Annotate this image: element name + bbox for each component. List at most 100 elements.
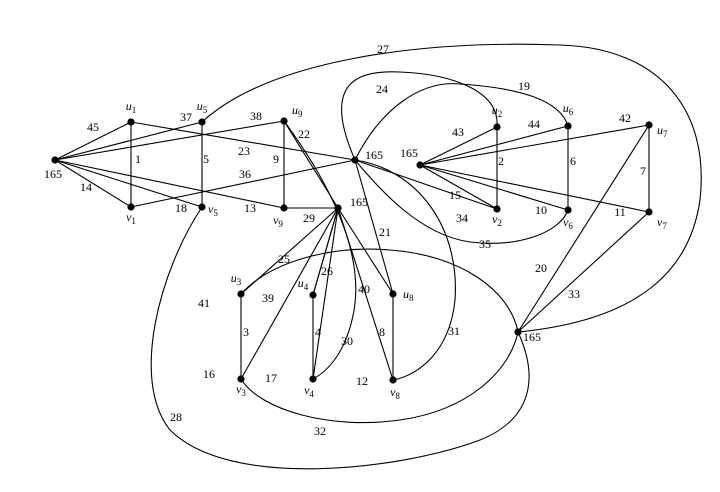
edge-weight-label: 38: [250, 109, 262, 123]
vertex-label: 165: [44, 167, 62, 181]
edge-v7-h5-33: [517, 211, 650, 333]
vertex-label-subscript: 7: [662, 221, 667, 231]
edge-weight-label: 34: [456, 211, 468, 225]
edge-h4-v6-10: [419, 164, 569, 211]
edge-weight-label: 30: [341, 334, 353, 348]
vertex-label: v8: [390, 385, 400, 401]
edge-h1-u1-45: [54, 121, 132, 161]
edge-weight-label: 11: [614, 205, 626, 219]
edge-weight-label: 2: [498, 154, 504, 168]
vertex-label: 165: [400, 146, 418, 160]
edge-h1-v5-18: [54, 159, 203, 208]
vertex-label-subscript: 1: [132, 105, 137, 115]
edge-weight-label: 12: [356, 374, 368, 388]
edge-u1-v8-31: [354, 159, 456, 381]
vertex-label-subscript: 3: [241, 388, 246, 398]
edge-h4-u7-42: [419, 124, 650, 166]
vertex-label-subscript: 4: [304, 282, 309, 292]
vertex-u4: [309, 291, 317, 299]
edge-h2-v6-35: [354, 159, 569, 244]
vertex-label: u7: [657, 123, 668, 139]
vertex-label-subscript: 8: [395, 391, 400, 401]
edge-weight-label: 9: [273, 152, 279, 166]
edge-u5-h5-27: [201, 43, 702, 333]
vertex-label-base: u: [292, 103, 298, 117]
vertex-u2: [493, 123, 501, 131]
vertex-h3: [334, 204, 342, 212]
vertex-label-subscript: 3: [237, 277, 242, 287]
vertex-label-base: v: [563, 215, 569, 229]
vertex-label: v4: [304, 383, 314, 399]
edge-h4-u6-44: [419, 125, 569, 166]
edge-h2-v2-34: [354, 159, 498, 210]
edge-weight-label: 20: [535, 261, 547, 275]
vertex-label: 165: [365, 148, 383, 162]
edge-weight-label: 16: [203, 367, 215, 381]
edge-u7-h5-20: [517, 124, 650, 333]
vertex-label-base: u: [298, 276, 304, 290]
vertex-h2: [351, 156, 359, 164]
vertex-label: v3: [236, 382, 246, 398]
vertex-label-base: u: [657, 123, 663, 137]
edge-u3-h5-25: [240, 248, 519, 333]
vertex-label-base: v: [126, 210, 132, 224]
vertex-u8: [389, 290, 397, 298]
edge-weight-label: 10: [535, 203, 547, 217]
vertex-h1: [51, 156, 59, 164]
edge-weight-label: 41: [198, 296, 210, 310]
vertex-label-base: v: [236, 382, 242, 396]
edge-h3-u4-39: [312, 207, 339, 296]
vertex-label-base: u: [563, 101, 569, 115]
vertex-u1: [127, 118, 135, 126]
vertex-label-subscript: 7: [663, 129, 668, 139]
vertex-label: v9: [273, 213, 283, 229]
vertex-v3: [237, 375, 245, 383]
vertex-label: u6: [563, 101, 574, 117]
vertex-v8: [389, 376, 397, 384]
edge-weight-label: 24: [376, 82, 388, 96]
edge-weight-label: 18: [175, 201, 187, 215]
edge-weight-label: 29: [303, 211, 315, 225]
edge-weight-label: 3: [243, 325, 249, 339]
edge-weight-label: 4: [315, 325, 321, 339]
vertex-v5: [198, 203, 206, 211]
edge-h2-u6-19: [354, 83, 569, 161]
edge-u1-h2-23: [130, 121, 356, 161]
edge-h2-u8-21: [354, 159, 394, 295]
vertex-label: v7: [657, 215, 667, 231]
edge-weight-label: 25: [278, 252, 290, 266]
vertex-label-base: u: [126, 99, 132, 113]
vertex-v6: [564, 206, 572, 214]
edge-h1-v1-14: [54, 159, 132, 208]
vertex-label-base: v: [390, 385, 396, 399]
vertex-label: u5: [197, 99, 208, 115]
vertex-label-subscript: 5: [213, 208, 218, 218]
edge-weight-label: 42: [619, 111, 631, 125]
edge-weight-label: 44: [528, 117, 540, 131]
vertex-label: u9: [292, 103, 303, 119]
vertex-label: u8: [403, 287, 414, 303]
edge-h4-v7-11: [419, 164, 650, 213]
vertex-label: v5: [208, 202, 218, 218]
edge-weight-label: 21: [379, 225, 391, 239]
vertex-label: u1: [126, 99, 137, 115]
edge-weight-label: 23: [238, 144, 250, 158]
edge-h1-v9-13: [54, 159, 285, 209]
edge-weight-label: 13: [244, 201, 256, 215]
vertex-label-base: v: [273, 213, 279, 227]
vertex-label-subscript: 8: [409, 293, 414, 303]
edge-h4-v2-15: [419, 164, 498, 210]
vertex-label-subscript: 2: [497, 218, 502, 228]
edge-weight-label: 7: [640, 164, 646, 178]
edge-weight-label: 15: [449, 188, 461, 202]
vertex-v2: [493, 205, 501, 213]
edge-weight-label: 45: [87, 120, 99, 134]
edge-weight-label: 33: [568, 287, 580, 301]
vertex-u7: [645, 121, 653, 129]
vertex-label: u3: [231, 271, 242, 287]
edge-weight-label: 5: [203, 152, 209, 166]
edge-v3-h5-32: [240, 331, 519, 424]
edge-weight-label: 19: [518, 79, 530, 93]
vertex-u5: [198, 118, 206, 126]
